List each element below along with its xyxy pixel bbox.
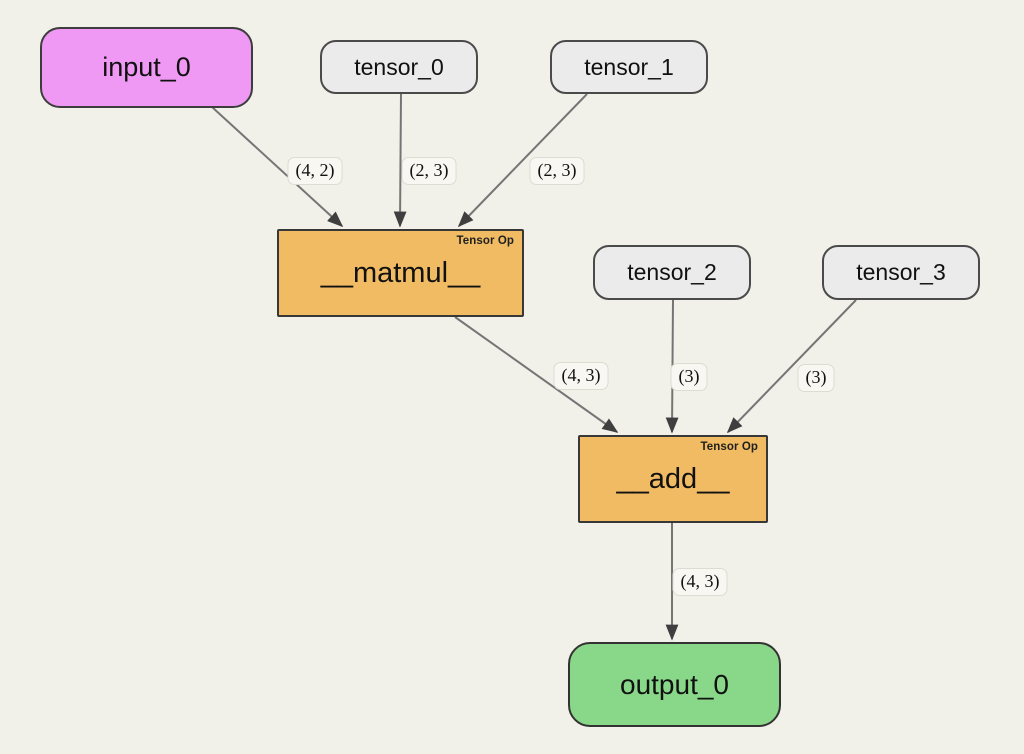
edge-shape-label: (3) bbox=[670, 363, 708, 391]
edge-shape-label: (3) bbox=[797, 364, 835, 392]
edge-shape-label: (2, 3) bbox=[401, 157, 457, 185]
edge-shape-label: (2, 3) bbox=[529, 157, 585, 185]
edge-shape-label: (4, 3) bbox=[553, 362, 609, 390]
node-label: __matmul__ bbox=[320, 256, 481, 289]
node-label: output_0 bbox=[620, 668, 729, 700]
node-label: tensor_0 bbox=[354, 53, 444, 80]
node-output-0[interactable]: output_0 bbox=[568, 642, 781, 727]
node-label: tensor_2 bbox=[627, 259, 717, 285]
node-input-0[interactable]: input_0 bbox=[40, 27, 253, 108]
tensor-op-badge: Tensor Op bbox=[456, 235, 514, 247]
node-tensor-3[interactable]: tensor_3 bbox=[822, 245, 980, 300]
node-label: __add__ bbox=[616, 462, 730, 495]
node-matmul-op[interactable]: Tensor Op __matmul__ bbox=[277, 229, 524, 317]
edge-shape-label: (4, 2) bbox=[287, 157, 343, 185]
edge-shape-label: (4, 3) bbox=[672, 568, 728, 596]
node-label: input_0 bbox=[102, 52, 191, 82]
node-label: tensor_1 bbox=[584, 53, 674, 80]
node-tensor-0[interactable]: tensor_0 bbox=[320, 40, 478, 94]
tensor-op-badge: Tensor Op bbox=[700, 441, 758, 453]
edge-tensor0-to-matmul bbox=[393, 93, 407, 228]
node-add-op[interactable]: Tensor Op __add__ bbox=[578, 435, 768, 523]
node-tensor-1[interactable]: tensor_1 bbox=[550, 40, 708, 94]
node-tensor-2[interactable]: tensor_2 bbox=[593, 245, 751, 300]
edge-tensor3-to-add bbox=[726, 299, 857, 434]
node-label: tensor_3 bbox=[856, 259, 946, 285]
